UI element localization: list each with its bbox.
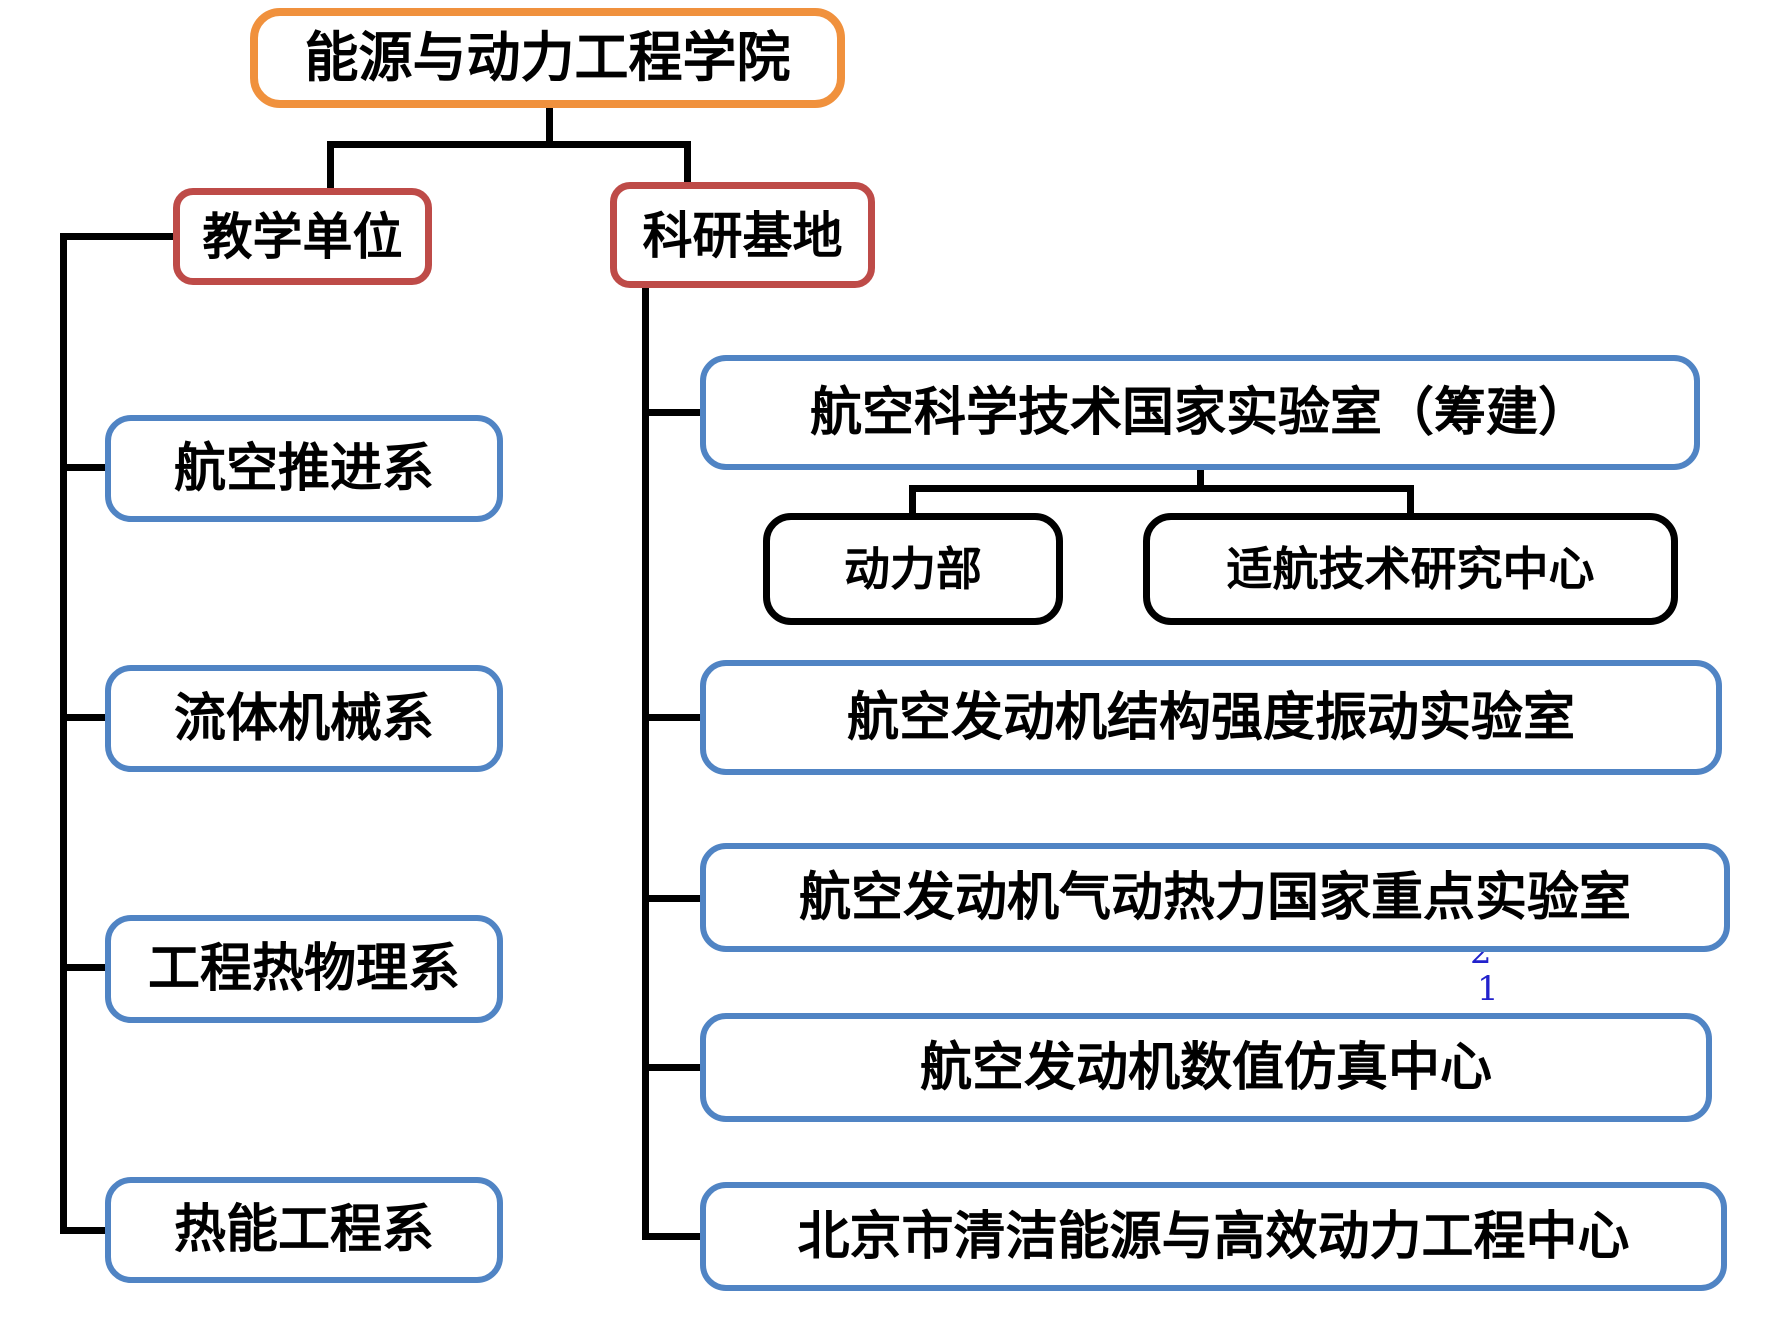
connector-stub-aero-propulsion [60, 464, 105, 471]
connector-stub-beijing-center [642, 1233, 700, 1240]
node-dept-aero-propulsion: 航空推进系 [105, 415, 503, 522]
connector-stub-thermophysics [60, 964, 105, 971]
connector-stub-fluid-machinery [60, 714, 105, 721]
node-sub-power-department: 动力部 [763, 513, 1063, 625]
connector-right-trunk [642, 288, 649, 1240]
node-lab-aerothermodynamics: 航空发动机气动热力国家重点实验室 [700, 843, 1730, 952]
connector-stub-structure-lab [642, 714, 700, 721]
node-research-bases: 科研基地 [610, 182, 875, 288]
connector-power-dept-drop [909, 485, 916, 513]
connector-airworthiness-drop [1407, 485, 1414, 513]
connector-stub-aerothermo-lab [642, 895, 700, 902]
node-dept-thermal-energy: 热能工程系 [105, 1177, 503, 1283]
node-root-college: 能源与动力工程学院 [250, 8, 845, 108]
connector-root-down [546, 106, 553, 148]
node-lab-national-aeronautical: 航空科学技术国家实验室（筹建） [700, 355, 1700, 470]
connector-teaching-drop [327, 141, 334, 191]
connector-left-trunk [60, 233, 67, 1234]
connector-teaching-stub [60, 233, 173, 240]
connector-sublevel-horizontal [909, 485, 1414, 492]
node-center-beijing-clean-energy: 北京市清洁能源与高效动力工程中心 [700, 1182, 1727, 1291]
connector-national-lab-down [1197, 470, 1204, 492]
connector-level2-horizontal [327, 141, 691, 148]
node-center-numerical-simulation: 航空发动机数值仿真中心 [700, 1013, 1712, 1122]
connector-stub-national-lab [642, 409, 700, 416]
connector-stub-thermal-energy [60, 1227, 105, 1234]
connector-stub-simulation-center [642, 1064, 700, 1071]
node-dept-fluid-machinery: 流体机械系 [105, 665, 503, 772]
annotation-number-1: 1 [1477, 969, 1499, 1009]
node-lab-structure-vibration: 航空发动机结构强度振动实验室 [700, 660, 1722, 775]
connector-research-drop [684, 141, 691, 186]
node-teaching-units: 教学单位 [173, 188, 432, 285]
node-dept-engineering-thermophysics: 工程热物理系 [105, 915, 503, 1023]
node-sub-airworthiness-center: 适航技术研究中心 [1143, 513, 1678, 625]
